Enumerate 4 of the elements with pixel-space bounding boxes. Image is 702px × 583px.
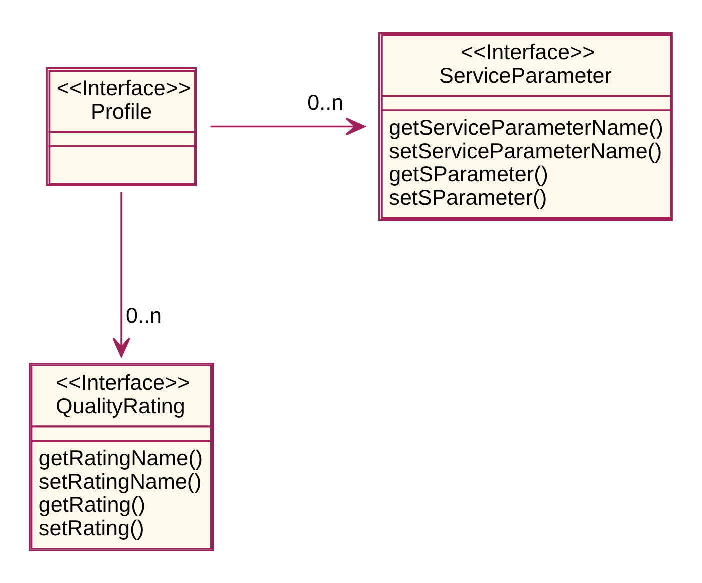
edge-label: 0..n	[308, 89, 344, 114]
arrow	[210, 117, 366, 136]
edge-label: 0..n	[126, 302, 162, 328]
arrow	[112, 192, 131, 357]
